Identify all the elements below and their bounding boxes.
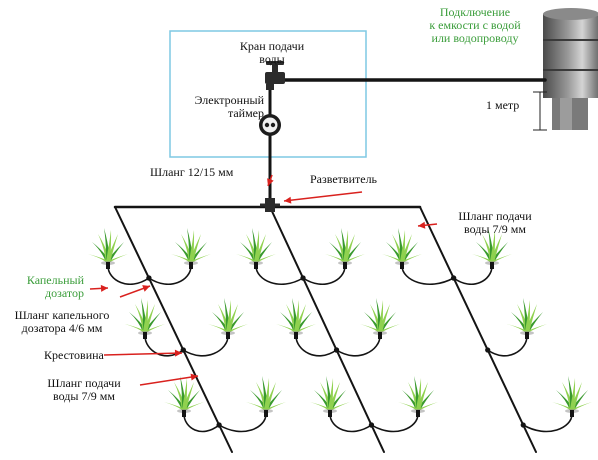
- pointer-arrow: [283, 191, 363, 204]
- cross-fitting-icon: [485, 347, 491, 353]
- plant-icon: [310, 376, 350, 413]
- dripper-icon: [328, 410, 332, 417]
- cross-fitting-icon: [146, 275, 152, 281]
- dripper-icon: [570, 410, 574, 417]
- dripper-icon: [343, 262, 347, 269]
- dripper-hose: [520, 410, 574, 433]
- cross-fitting-icon: [520, 422, 526, 428]
- dripper-icon: [294, 332, 298, 339]
- dripper-icon: [226, 332, 230, 339]
- splitter-icon: [260, 198, 280, 212]
- plant-icon: [398, 376, 438, 413]
- dripper-hose: [216, 410, 268, 433]
- plant-icon: [552, 376, 592, 413]
- cross-label: Крестовина: [44, 348, 104, 362]
- dripper-icon: [400, 262, 404, 269]
- dripper-icon: [525, 332, 529, 339]
- plant-icon: [325, 228, 365, 265]
- arrows-layer: [89, 174, 438, 386]
- cross-fitting-icon: [451, 275, 457, 281]
- feed-hose-left-label: Шланг подачи воды 7/9 мм: [47, 376, 121, 403]
- pointer-arrow: [417, 221, 438, 229]
- source-connection-label: Подключение к емкости с водой или водопр…: [429, 5, 521, 45]
- pointer-arrow: [103, 349, 183, 357]
- plant-icon: [88, 228, 128, 265]
- dripper-hose: [328, 410, 375, 433]
- plant-icon: [236, 228, 276, 265]
- control-unit-box: [169, 30, 367, 158]
- dripper-label: Капельный дозатор: [26, 273, 84, 300]
- dripper-hose-label: Шланг капельного дозатора 4/6 мм: [14, 308, 110, 335]
- cross-fitting-icon: [180, 347, 186, 353]
- dripper-icon: [143, 332, 147, 339]
- dripper-hose: [180, 332, 230, 357]
- plants-layer: [88, 228, 592, 413]
- feed-hose-2: [269, 206, 385, 453]
- height-label: 1 метр: [486, 98, 520, 112]
- plant-icon: [171, 228, 211, 265]
- feed-hose-1: [114, 206, 233, 453]
- pointer-arrow: [119, 285, 151, 298]
- dripper-icon: [378, 332, 382, 339]
- cross-fitting-icon: [216, 422, 222, 428]
- dripper-icon: [182, 410, 186, 417]
- dripper-hose: [300, 262, 347, 285]
- pointer-arrow: [267, 174, 274, 187]
- water-barrel-icon: [543, 8, 598, 130]
- feed-hose-top-label: Шланг подачи воды 7/9 мм: [458, 209, 532, 236]
- plant-icon: [472, 228, 512, 265]
- dripper-icon: [264, 410, 268, 417]
- dripper-hose: [451, 262, 494, 285]
- pointer-arrow: [139, 373, 199, 386]
- dripper-icon: [254, 262, 258, 269]
- plant-icon: [507, 298, 547, 335]
- dripper-hose: [146, 262, 193, 285]
- tap-label: Кран подачи воды: [239, 39, 305, 66]
- plant-icon: [360, 298, 400, 335]
- plant-icon: [382, 228, 422, 265]
- timer-icon: [259, 114, 281, 136]
- height-dimension: [533, 91, 547, 131]
- drippers-layer: [106, 262, 574, 433]
- plant-icon: [276, 298, 316, 335]
- timer-label: Электронный таймер: [194, 93, 264, 120]
- dripper-icon: [416, 410, 420, 417]
- cross-fitting-icon: [300, 275, 306, 281]
- feed-hose-3: [419, 206, 537, 453]
- plant-icon: [208, 298, 248, 335]
- plant-icon: [246, 376, 286, 413]
- faucet-icon: [265, 61, 285, 90]
- dripper-icon: [490, 262, 494, 269]
- plant-icon: [125, 298, 165, 335]
- dripper-icon: [189, 262, 193, 269]
- dripper-icon: [106, 262, 110, 269]
- plant-icon: [164, 376, 204, 413]
- dripper-hose: [485, 332, 529, 357]
- pointer-arrow: [89, 284, 109, 292]
- dripper-hose: [182, 410, 222, 433]
- dripper-hose: [106, 262, 152, 285]
- cross-fitting-icon: [333, 347, 340, 353]
- splitter-label: Разветвитель: [310, 172, 378, 186]
- main-hose-label: Шланг 12/15 мм: [150, 165, 234, 179]
- cross-fitting-icon: [368, 422, 375, 428]
- dripper-hose: [333, 332, 382, 357]
- dripper-hose: [368, 410, 420, 433]
- dripper-hose: [294, 332, 340, 357]
